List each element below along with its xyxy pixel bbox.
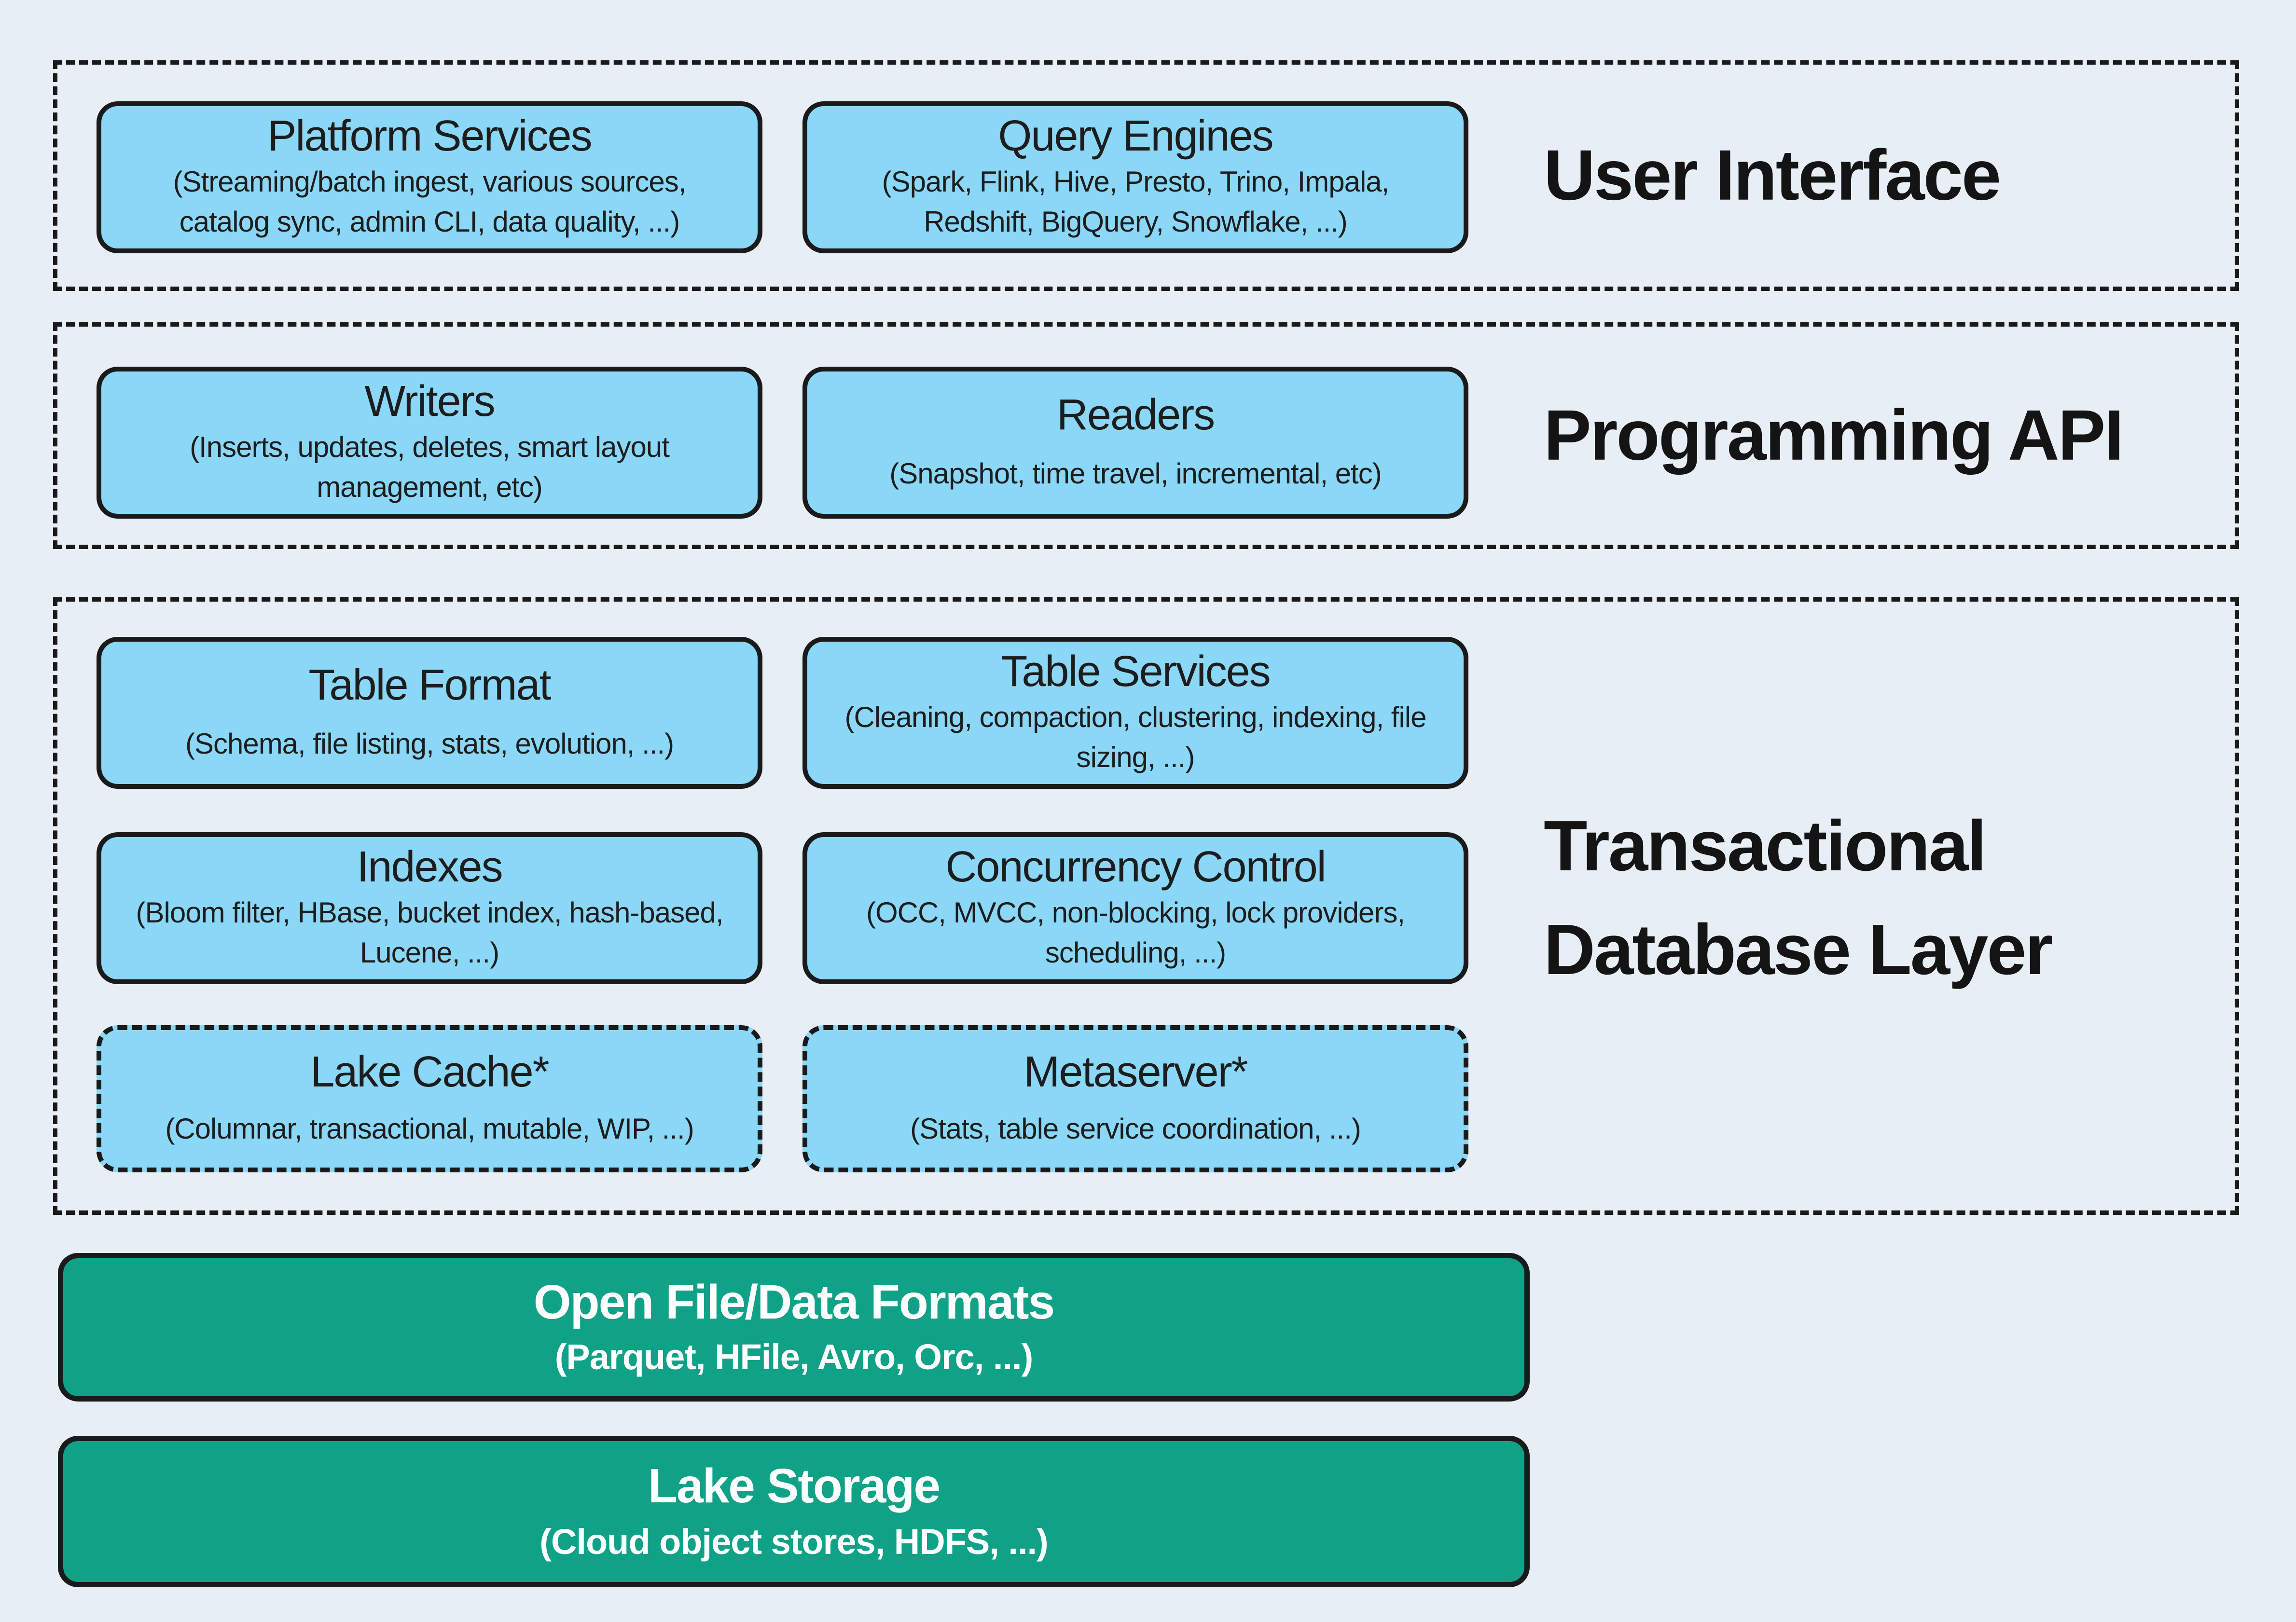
box-title: Table Services [1001,647,1271,696]
box-title: Indexes [357,843,503,892]
box-subtitle: (OCC, MVCC, non-blocking, lock providers… [866,896,1405,969]
box-concurrency-control: Concurrency Control (OCC, MVCC, non-bloc… [802,832,1468,984]
box-subtitle: (Schema, file listing, stats, evolution,… [185,728,674,760]
box-subtitle: (Inserts, updates, deletes, smart layout… [190,430,670,503]
box-subtitle: (Spark, Flink, Hive, Presto, Trino, Impa… [882,165,1390,238]
section-programming-api: Writers (Inserts, updates, deletes, smar… [53,322,2239,549]
label-transactional-database-layer: Transactional Database Layer [1544,806,2053,990]
box-subtitle: (Stats, table service coordination, ...) [910,1113,1361,1145]
box-title: Platform Services [267,112,592,161]
box-lake-cache: Lake Cache* (Columnar, transactional, mu… [97,1025,762,1172]
box-query-engines: Query Engines (Spark, Flink, Hive, Prest… [802,101,1468,253]
box-title: Query Engines [998,112,1273,161]
bar-lake-storage: Lake Storage (Cloud object stores, HDFS,… [58,1436,1530,1587]
label-programming-api: Programming API [1544,395,2124,475]
bar-subtitle: (Cloud object stores, HDFS, ...) [539,1522,1048,1562]
box-title: Writers [364,377,495,426]
box-title: Lake Cache* [310,1047,549,1096]
section-transactional-database-layer: Table Format (Schema, file listing, stat… [53,597,2239,1215]
box-title: Readers [1056,391,1215,440]
box-title: Concurrency Control [945,843,1326,892]
box-writers: Writers (Inserts, updates, deletes, smar… [97,367,762,519]
box-table-format: Table Format (Schema, file listing, stat… [97,637,762,789]
box-subtitle: (Bloom filter, HBase, bucket index, hash… [136,896,724,969]
box-title: Table Format [308,661,551,710]
box-subtitle: (Cleaning, compaction, clustering, index… [844,701,1427,773]
bar-open-file-data-formats: Open File/Data Formats (Parquet, HFile, … [58,1253,1530,1402]
box-subtitle: (Snapshot, time travel, incremental, etc… [889,457,1382,490]
label-user-interface: User Interface [1544,135,2001,215]
box-table-services: Table Services (Cleaning, compaction, cl… [802,637,1468,789]
bar-subtitle: (Parquet, HFile, Avro, Orc, ...) [554,1337,1033,1377]
bar-title: Lake Storage [648,1458,941,1513]
box-title: Metaserver* [1024,1047,1248,1096]
box-subtitle: (Streaming/batch ingest, various sources… [173,165,687,238]
box-readers: Readers (Snapshot, time travel, incremen… [802,367,1468,519]
box-indexes: Indexes (Bloom filter, HBase, bucket ind… [97,832,762,984]
box-subtitle: (Columnar, transactional, mutable, WIP, … [165,1113,694,1145]
box-metaserver: Metaserver* (Stats, table service coordi… [802,1025,1468,1172]
box-platform-services: Platform Services (Streaming/batch inges… [97,101,762,253]
section-user-interface: Platform Services (Streaming/batch inges… [53,60,2239,291]
bar-title: Open File/Data Formats [533,1275,1055,1329]
